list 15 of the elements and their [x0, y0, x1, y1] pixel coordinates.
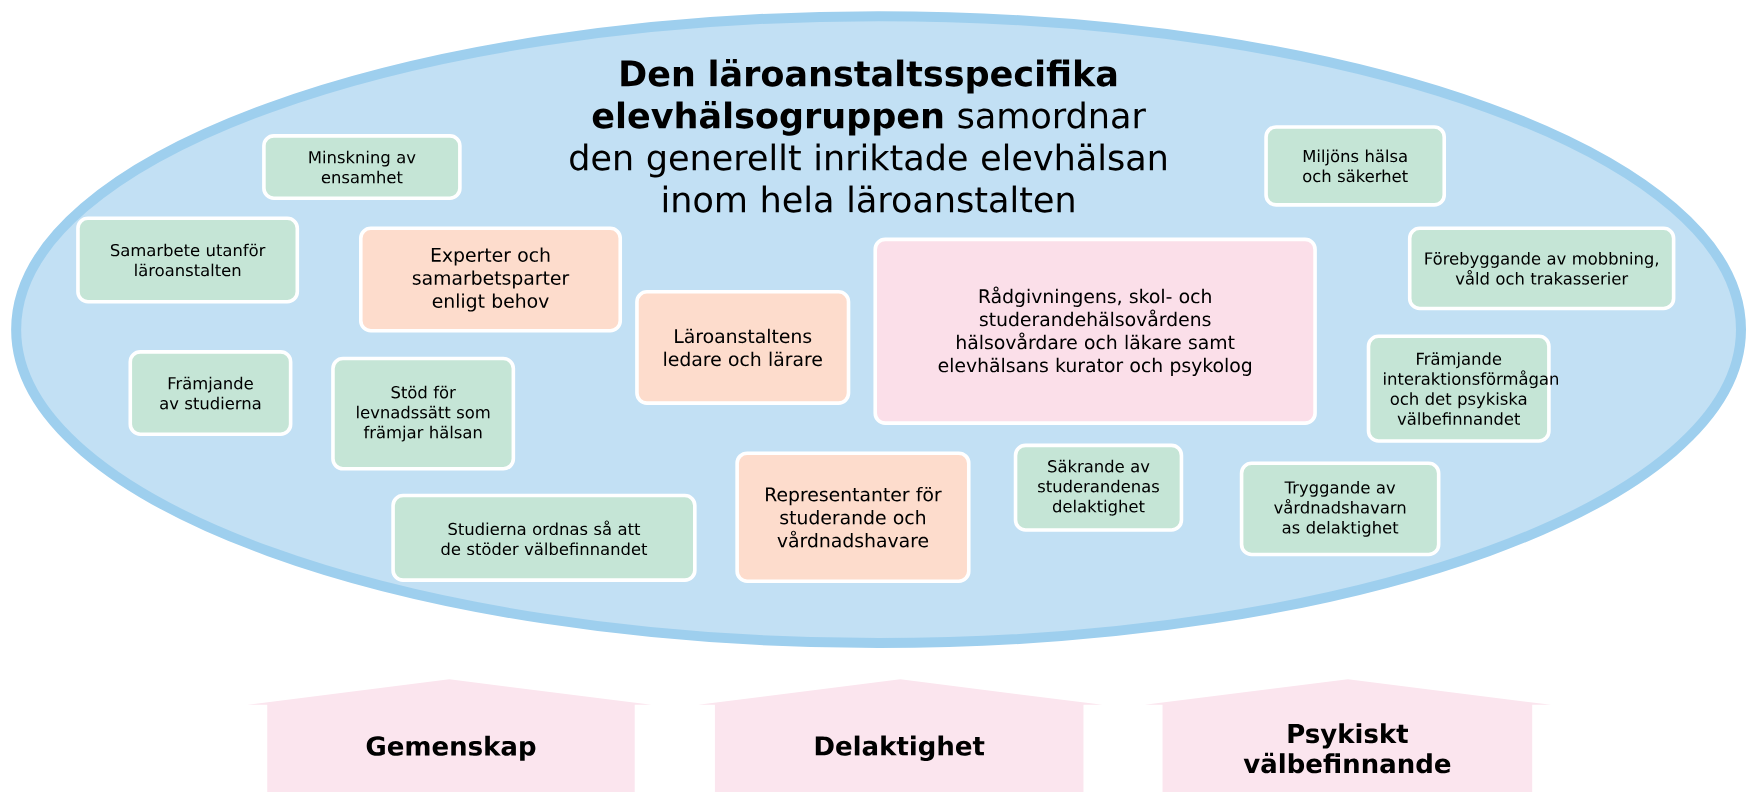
text-box: Främjande av studierna	[128, 350, 293, 437]
heading: Den läroanstaltsspecifika elevhälsogruppen samordnar den generellt inriktade elevhälsan inom hela läroanstalten	[570, 59, 1166, 213]
text-box: Rådgivningens, skol- och studerandehälsovårdens hälsovårdare och läkare samt elevhälsans kurator och psykolog	[873, 237, 1317, 425]
text-box: Studierna ordnas så att de stöder välbefinnandet	[391, 493, 697, 582]
text-box: Läroanstaltens ledare och lärare	[635, 289, 851, 405]
text-box: Minskning av ensamhet	[262, 134, 462, 200]
text-box: Säkrande av studerandenas delaktighet	[1013, 443, 1184, 532]
text-box: Experter och samarbetsparter enligt behov	[359, 226, 623, 333]
text-box: Förebyggande av mobbning, våld och trakasserier	[1407, 226, 1676, 311]
text-box: Samarbete utanför läroanstalten	[76, 216, 300, 304]
text-box: Främjande interaktionsförmågan och det psykiska välbefinnandet	[1366, 334, 1558, 443]
text-box: Stöd för levnadssätt som främjar hälsan	[331, 356, 516, 471]
text-box: Miljöns hälsa och säkerhet	[1264, 125, 1447, 207]
text-box: Representanter för studerande och vårdnadshavare	[735, 451, 971, 584]
text-box: Tryggande av vårdnadshavarn as delaktighet	[1239, 461, 1441, 557]
